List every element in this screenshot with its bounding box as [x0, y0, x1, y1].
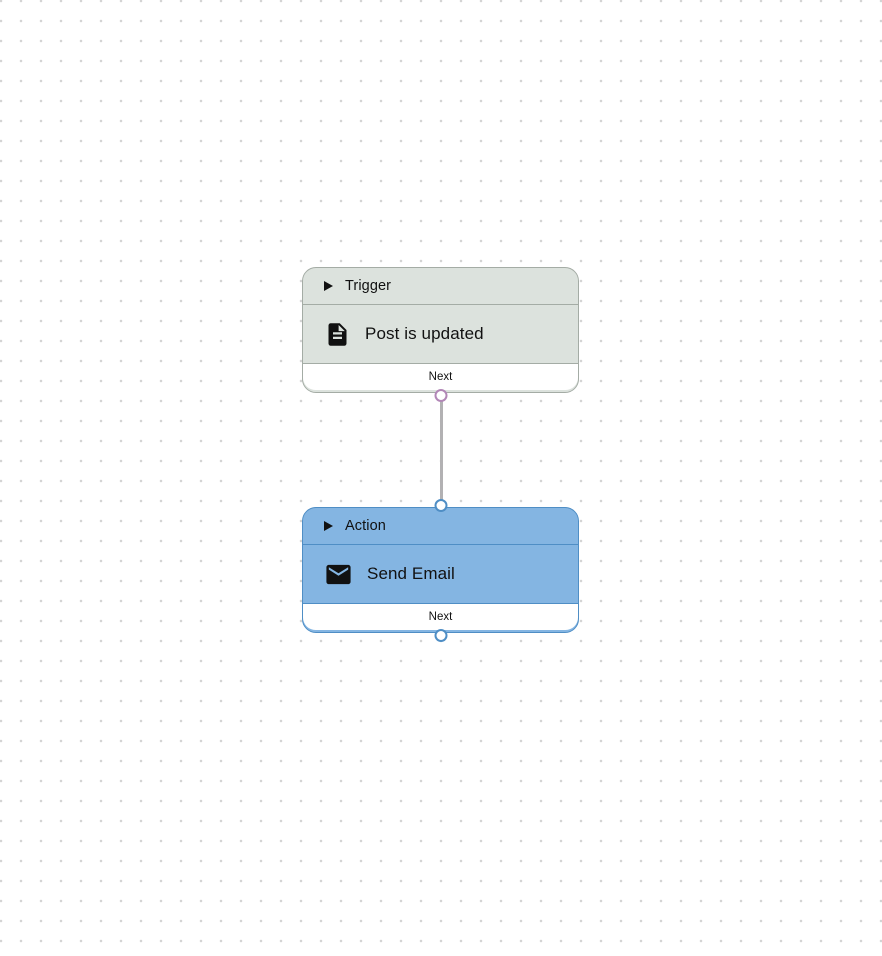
action-node-footer: Next	[303, 604, 578, 630]
play-triangle-icon[interactable]	[324, 521, 333, 531]
action-output-port[interactable]	[434, 628, 447, 642]
play-triangle-icon[interactable]	[324, 281, 333, 291]
action-node-header[interactable]: Action	[303, 508, 578, 545]
node-type-label: Trigger	[345, 278, 392, 294]
action-node-body[interactable]: Send Email	[303, 545, 578, 604]
action-input-port[interactable]	[434, 498, 447, 512]
node-action[interactable]: Action Send Email Next	[302, 498, 579, 642]
trigger-node-header[interactable]: Trigger	[303, 268, 578, 305]
email-icon	[324, 560, 353, 589]
trigger-output-port[interactable]	[434, 388, 447, 402]
document-icon	[324, 321, 351, 348]
trigger-node-body[interactable]: Post is updated	[303, 305, 578, 364]
next-label: Next	[428, 611, 453, 623]
node-title: Post is updated	[365, 324, 484, 343]
next-label: Next	[428, 371, 453, 383]
node-type-label: Action	[345, 518, 386, 534]
node-trigger[interactable]: Trigger Post is updated Next	[302, 267, 579, 402]
edge-trigger-to-action[interactable]	[439, 394, 443, 507]
trigger-node-footer: Next	[303, 364, 578, 390]
node-title: Send Email	[367, 564, 455, 583]
